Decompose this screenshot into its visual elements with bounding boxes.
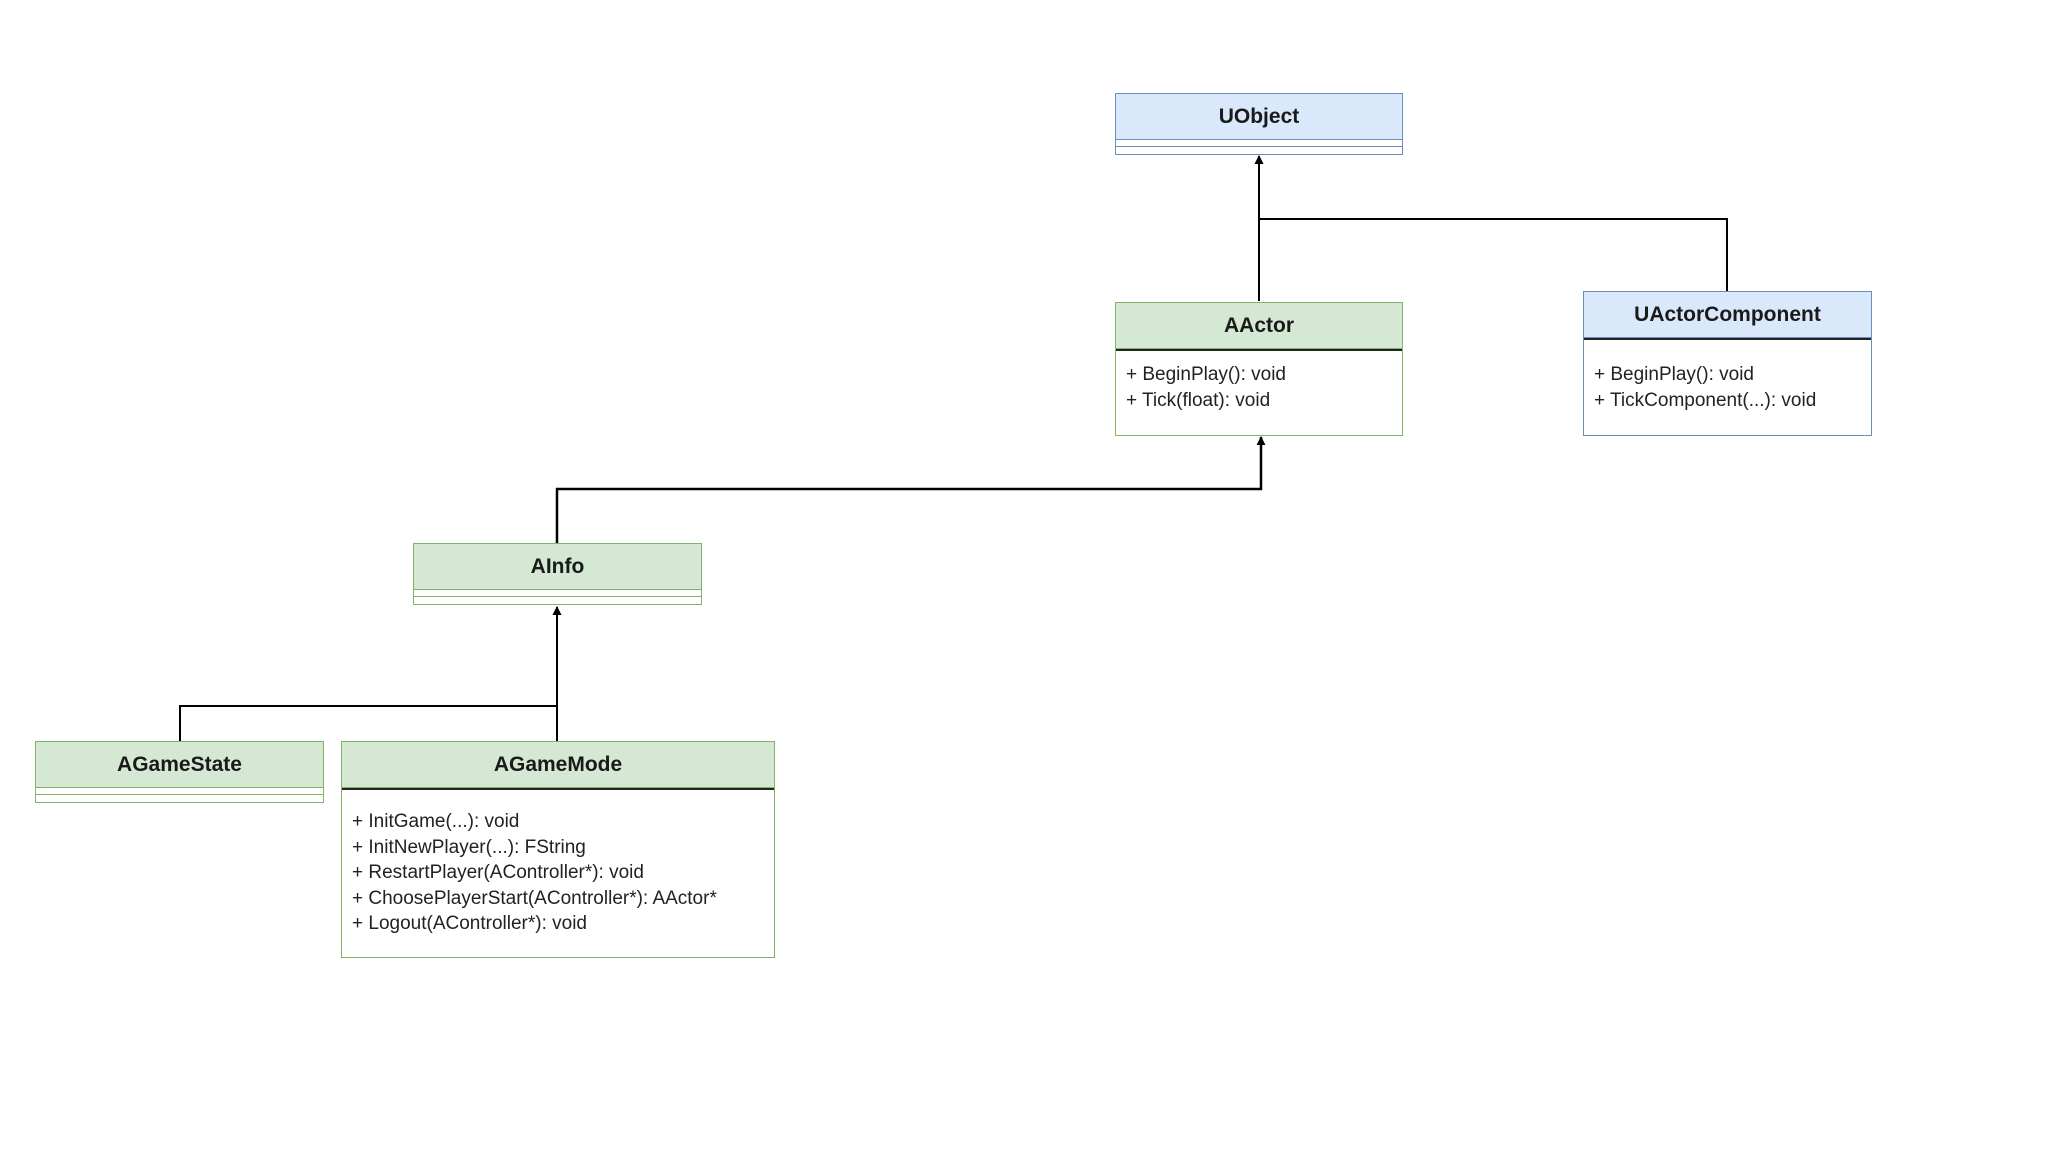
class-uactorcomponent-operations: + BeginPlay(): void + TickComponent(...)… xyxy=(1584,345,1871,417)
class-uactorcomponent-name: UActorComponent xyxy=(1584,292,1871,338)
class-ainfo[interactable]: AInfo xyxy=(413,543,702,605)
class-agamemode-operations: + InitGame(...): void + InitNewPlayer(..… xyxy=(342,795,774,941)
class-aactor-name: AActor xyxy=(1116,303,1402,349)
operation: + Logout(AController*): void xyxy=(352,913,587,934)
class-ainfo-name: AInfo xyxy=(414,544,701,590)
operation: + InitGame(...): void xyxy=(352,811,520,832)
operation: + BeginPlay(): void xyxy=(1126,364,1286,385)
operation: + Tick(float): void xyxy=(1126,389,1271,411)
class-uactorcomponent-attributes xyxy=(1584,338,1871,345)
edge-agamestate-to-ainfo xyxy=(179,606,562,741)
operation: + ChoosePlayerStart(AController*): AActo… xyxy=(352,887,717,909)
edge-ainfo-to-aactor xyxy=(555,436,1266,543)
class-agamemode-attributes xyxy=(342,788,774,795)
class-aactor-operations: + BeginPlay(): void + Tick(float): void xyxy=(1116,356,1402,417)
operation: + InitNewPlayer(...): FString xyxy=(352,836,586,858)
class-agamemode-name: AGameMode xyxy=(342,742,774,788)
operation: + TickComponent(...): void xyxy=(1594,389,1817,411)
class-aactor[interactable]: AActor + BeginPlay(): void + Tick(float)… xyxy=(1115,302,1403,436)
class-uobject[interactable]: UObject xyxy=(1115,93,1403,155)
class-agamestate-attributes xyxy=(36,788,323,795)
class-uactorcomponent[interactable]: UActorComponent + BeginPlay(): void + Ti… xyxy=(1583,291,1872,436)
edge-uactorcomponent-to-uobject xyxy=(1254,155,1728,291)
class-agamestate-name: AGameState xyxy=(36,742,323,788)
class-agamestate[interactable]: AGameState xyxy=(35,741,324,803)
operation: + RestartPlayer(AController*): void xyxy=(352,862,644,883)
class-uobject-name: UObject xyxy=(1116,94,1402,140)
class-agamemode[interactable]: AGameMode + InitGame(...): void + InitNe… xyxy=(341,741,775,958)
class-ainfo-attributes xyxy=(414,590,701,597)
class-aactor-attributes xyxy=(1116,349,1402,356)
operation: + BeginPlay(): void xyxy=(1594,364,1754,385)
class-uobject-attributes xyxy=(1116,140,1402,147)
